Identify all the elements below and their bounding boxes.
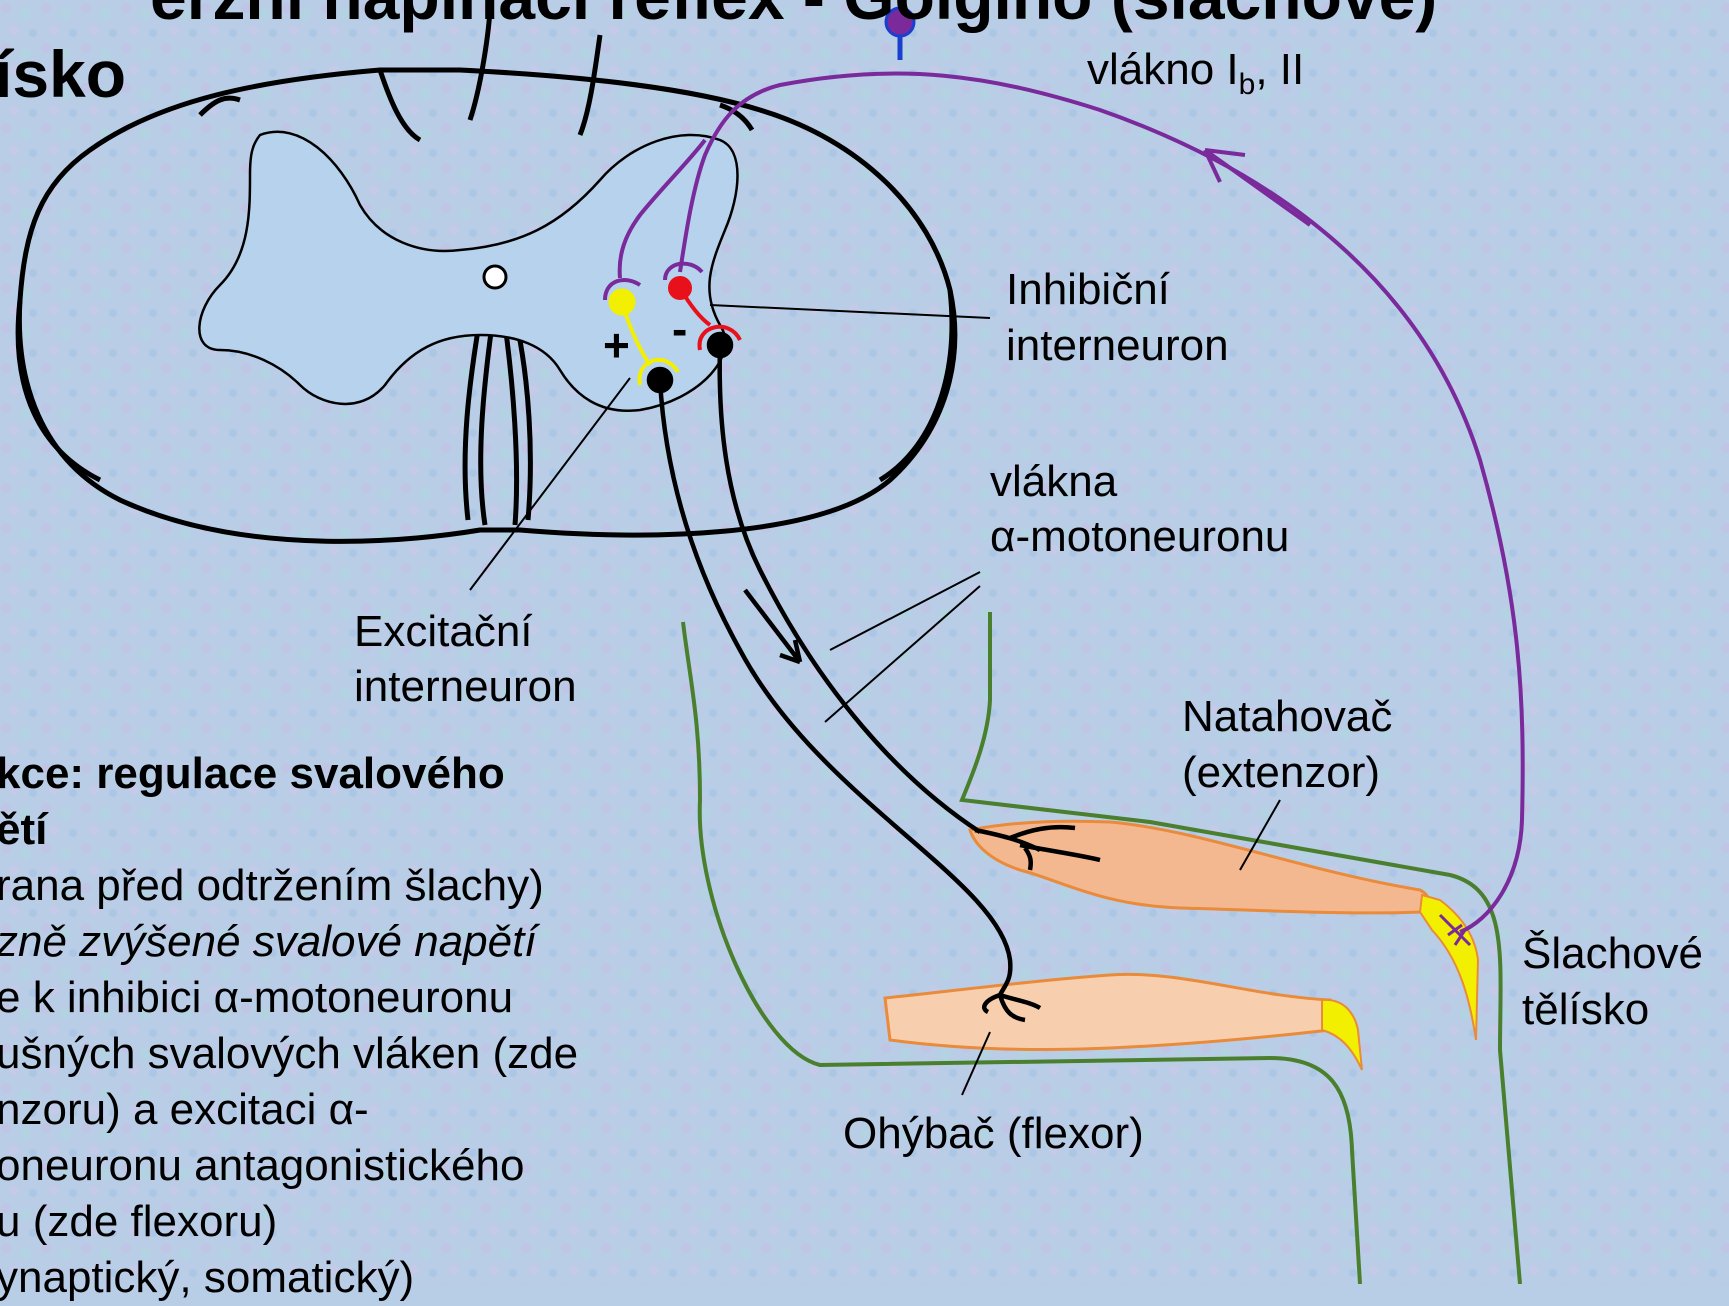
label-excitatory-line2: interneuron	[354, 659, 577, 715]
left-text-line2: ětí	[0, 802, 47, 858]
label-fiber-ib-rest: , II	[1255, 45, 1304, 94]
label-tendon-line2: tělísko	[1522, 982, 1649, 1038]
label-alpha-line1: vlákna	[990, 454, 1117, 510]
label-inhibitory-line2: interneuron	[1006, 318, 1229, 374]
left-text-line8: oneuronu antagonistického	[0, 1138, 524, 1194]
left-text-line1: kce: regulace svalového	[0, 746, 505, 802]
label-excitatory-line1: Excitační	[354, 604, 533, 660]
label-extensor-line1: Natahovač	[1182, 689, 1392, 745]
excitatory-sign: +	[603, 318, 630, 372]
label-fiber-ib-subscript: b	[1239, 68, 1256, 101]
label-inhibitory-line1: Inhibiční	[1006, 262, 1170, 318]
label-extensor-line2: (extenzor)	[1182, 745, 1380, 801]
label-fiber-ib-main: vlákno I	[1087, 45, 1239, 94]
left-text-line5: e k inhibici α-motoneuronu	[0, 970, 513, 1026]
inhibitory-sign: -	[672, 302, 687, 356]
left-text-line4: zně zvýšené svalové napětí	[0, 914, 537, 970]
left-text-line10: ynaptický, somatický)	[0, 1250, 414, 1306]
left-text-line7: nzoru) a excitaci α-	[0, 1082, 369, 1138]
left-text-line6: ušných svalových vláken (zde	[0, 1026, 578, 1082]
label-flexor: Ohýbač (flexor)	[843, 1106, 1144, 1162]
label-fiber-ib: vlákno Ib, II	[1087, 42, 1304, 113]
label-tendon-line1: Šlachové	[1522, 926, 1703, 982]
left-text-line3: rana před odtržením šlachy)	[0, 858, 544, 914]
page-title: erzní napínací reflex - Golgiho (šlachov…	[150, 0, 1437, 24]
left-text-line9: u (zde flexoru)	[0, 1194, 277, 1250]
page-title-continued: ísko	[0, 36, 126, 112]
label-alpha-line2: α-motoneuronu	[990, 509, 1289, 565]
central-canal	[484, 266, 506, 288]
